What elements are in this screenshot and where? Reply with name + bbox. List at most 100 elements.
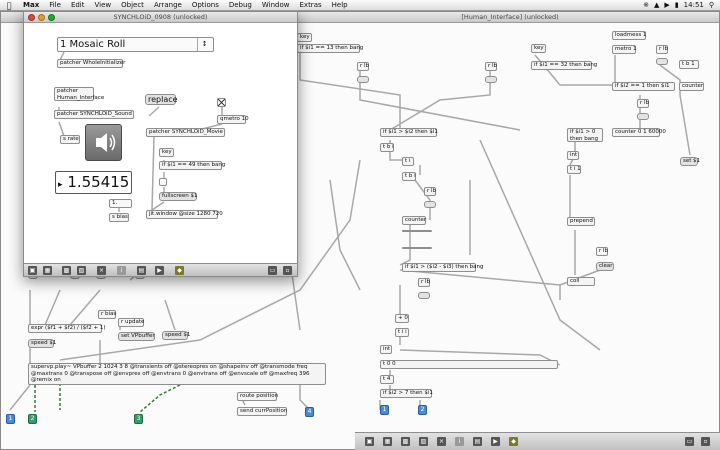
menu-options[interactable]: Options <box>191 1 219 9</box>
key-object-2[interactable]: key <box>531 44 546 53</box>
menu-edit[interactable]: Edit <box>70 1 85 9</box>
jit-window-object[interactable]: jit.window @size 1280 720 <box>146 210 223 219</box>
inlet-4[interactable]: 4 <box>305 407 314 417</box>
receive-update[interactable]: r update <box>118 318 144 327</box>
palette-icon-front[interactable]: ◆ <box>175 266 184 275</box>
loadmess-object[interactable]: loadmess 1 <box>612 31 646 40</box>
message-box-3[interactable] <box>637 113 649 120</box>
receive-lb-5[interactable]: r lb <box>424 187 436 196</box>
trigger-00-object[interactable]: t 0 0 <box>380 360 558 369</box>
if-diff-object[interactable]: if $i1 > ($i2 - $i3) then bang <box>402 263 484 272</box>
speed-message-1[interactable]: speed $1 <box>28 339 56 348</box>
number-box-2[interactable] <box>402 247 432 249</box>
menu-view[interactable]: View <box>94 1 112 9</box>
presentation-icon[interactable]: ▦ <box>383 437 392 446</box>
patcher-wholeinitializer[interactable]: patcher WholeInitializer <box>57 59 125 68</box>
send-bias[interactable]: s bias <box>109 213 129 222</box>
int-object-2[interactable]: int <box>380 345 392 354</box>
fullscreen-message[interactable]: fullscreen $1 <box>159 192 198 201</box>
zoom-window-icon[interactable] <box>48 14 55 21</box>
receive-bias[interactable]: r bias <box>98 310 116 319</box>
outlet-1[interactable]: 1 <box>380 405 389 415</box>
message-box-1[interactable] <box>357 76 369 83</box>
grid-icon-front[interactable]: ▧ <box>77 266 86 275</box>
apple-menu-icon[interactable]:  <box>0 1 18 10</box>
menu-app-name[interactable]: Max <box>23 1 40 9</box>
menu-window[interactable]: Window <box>261 1 290 9</box>
receive-lb-4[interactable]: r lb <box>656 45 668 54</box>
if-13-object[interactable]: if $i1 == 13 then bang <box>297 44 363 53</box>
counter-object-2[interactable]: counter <box>402 216 426 225</box>
metro-object[interactable]: metro 1 <box>612 45 637 54</box>
patcher-synchloid-movie[interactable]: patcher SYNCHLOiD_Movie <box>146 128 225 137</box>
menu-help[interactable]: Help <box>331 1 348 9</box>
split-view-icon[interactable]: ▭ <box>685 437 694 446</box>
receive-lb-1[interactable]: r lb <box>357 62 369 71</box>
zoom-icon[interactable]: ▶ <box>491 437 500 446</box>
expr-object[interactable]: expr ($f1 + $f2) / ($f2 + 1) <box>28 324 106 333</box>
key-object-1[interactable]: key <box>297 33 312 42</box>
inlet-1[interactable]: 1 <box>6 414 15 424</box>
if-49-object[interactable]: if $i1 == 49 then bang <box>159 161 225 170</box>
receive-lb-3[interactable]: r lb <box>637 99 649 108</box>
plus-object[interactable]: + 0 <box>395 314 409 323</box>
toggle-button-1[interactable] <box>217 98 226 107</box>
close-icon[interactable]: × <box>437 437 446 446</box>
back-window-titlebar[interactable]: [Human_Interface] (unlocked) <box>1 12 719 23</box>
close-icon-front[interactable]: × <box>97 266 106 275</box>
wifi-icon[interactable]: ▲ <box>654 1 660 9</box>
info-icon[interactable]: i <box>455 437 464 446</box>
volume-icon[interactable]: ▶ <box>664 1 670 9</box>
trigger-4-object[interactable]: t 4 <box>380 375 394 384</box>
message-box-4[interactable] <box>656 58 668 65</box>
clear-message[interactable]: clear <box>596 262 614 271</box>
menu-file[interactable]: File <box>49 1 61 9</box>
fullscreen-icon[interactable]: ▫ <box>701 437 710 446</box>
int-object-1[interactable]: int <box>567 151 579 160</box>
presentation-icon-front[interactable]: ▦ <box>43 266 52 275</box>
speed-message-2[interactable]: speed $1 <box>162 331 190 340</box>
if-eq1-object[interactable]: if $i2 == 1 then $i1 <box>612 82 675 91</box>
trigger-i-object[interactable]: t i <box>402 157 414 166</box>
set-message[interactable]: set $1 <box>680 157 700 166</box>
prepend-object[interactable]: prepend <box>567 217 595 226</box>
trigger-i1-object[interactable]: t i 1 <box>567 165 581 174</box>
info-icon-front[interactable]: i <box>117 266 126 275</box>
number-box-1[interactable] <box>402 230 432 232</box>
set-vpbuffer-message[interactable]: set VPbuffer <box>118 332 155 341</box>
receive-lb-7[interactable]: r lb <box>418 278 430 287</box>
replace-message[interactable]: replace <box>145 94 178 105</box>
mode-umenu[interactable]: 1 Mosaic Roll ↕ <box>57 37 214 52</box>
trigger-bi-object-2[interactable]: t b i <box>402 172 416 181</box>
new-object-icon[interactable]: ▩ <box>401 437 410 446</box>
receive-lb-2[interactable]: r lb <box>485 62 497 71</box>
inlet-3[interactable]: 3 <box>134 414 143 424</box>
coll-object[interactable]: coll <box>567 277 595 286</box>
trigger-ii-object[interactable]: t i i <box>395 328 409 337</box>
lock-icon-front[interactable]: ▣ <box>28 266 37 275</box>
lock-icon[interactable]: ▣ <box>365 437 374 446</box>
menu-object[interactable]: Object <box>121 1 144 9</box>
minimize-window-icon[interactable] <box>38 14 45 21</box>
if-gt7-object[interactable]: if $i2 > 7 then $i1 <box>380 389 433 398</box>
send-currposition-object[interactable]: send currPosition <box>237 407 287 416</box>
battery-icon[interactable]: ▮ <box>674 1 679 9</box>
menu-arrange[interactable]: Arrange <box>153 1 182 9</box>
trigger-bi-object-1[interactable]: t b i <box>380 143 394 152</box>
message-box-7[interactable] <box>418 292 430 299</box>
spotlight-icon[interactable]: ⚲ <box>708 1 714 9</box>
outlet-2[interactable]: 2 <box>418 405 427 415</box>
zoom-icon-front[interactable]: ▶ <box>155 266 164 275</box>
send-rate[interactable]: s rate <box>60 135 80 144</box>
split-view-icon-front[interactable]: ▭ <box>268 266 277 275</box>
if-gt0-object[interactable]: if $i1 > 0 then bang <box>567 128 603 142</box>
if-32-object[interactable]: if $i1 == 32 then bang <box>531 61 597 70</box>
if-gt-object[interactable]: if $i1 > $i2 then $i1 <box>380 128 438 137</box>
toggle-button-2[interactable] <box>159 178 167 186</box>
patcher-synchloid-sound[interactable]: patcher SYNCHLOiD_Sound <box>54 110 134 119</box>
counter-object-1[interactable]: counter <box>679 82 704 91</box>
menu-debug[interactable]: Debug <box>228 1 252 9</box>
rate-number-box[interactable]: ▸ 1.55415 <box>55 171 132 194</box>
bias-number-box[interactable]: 1. <box>109 199 132 208</box>
trigger-b1-object[interactable]: t b 1 <box>679 60 699 69</box>
